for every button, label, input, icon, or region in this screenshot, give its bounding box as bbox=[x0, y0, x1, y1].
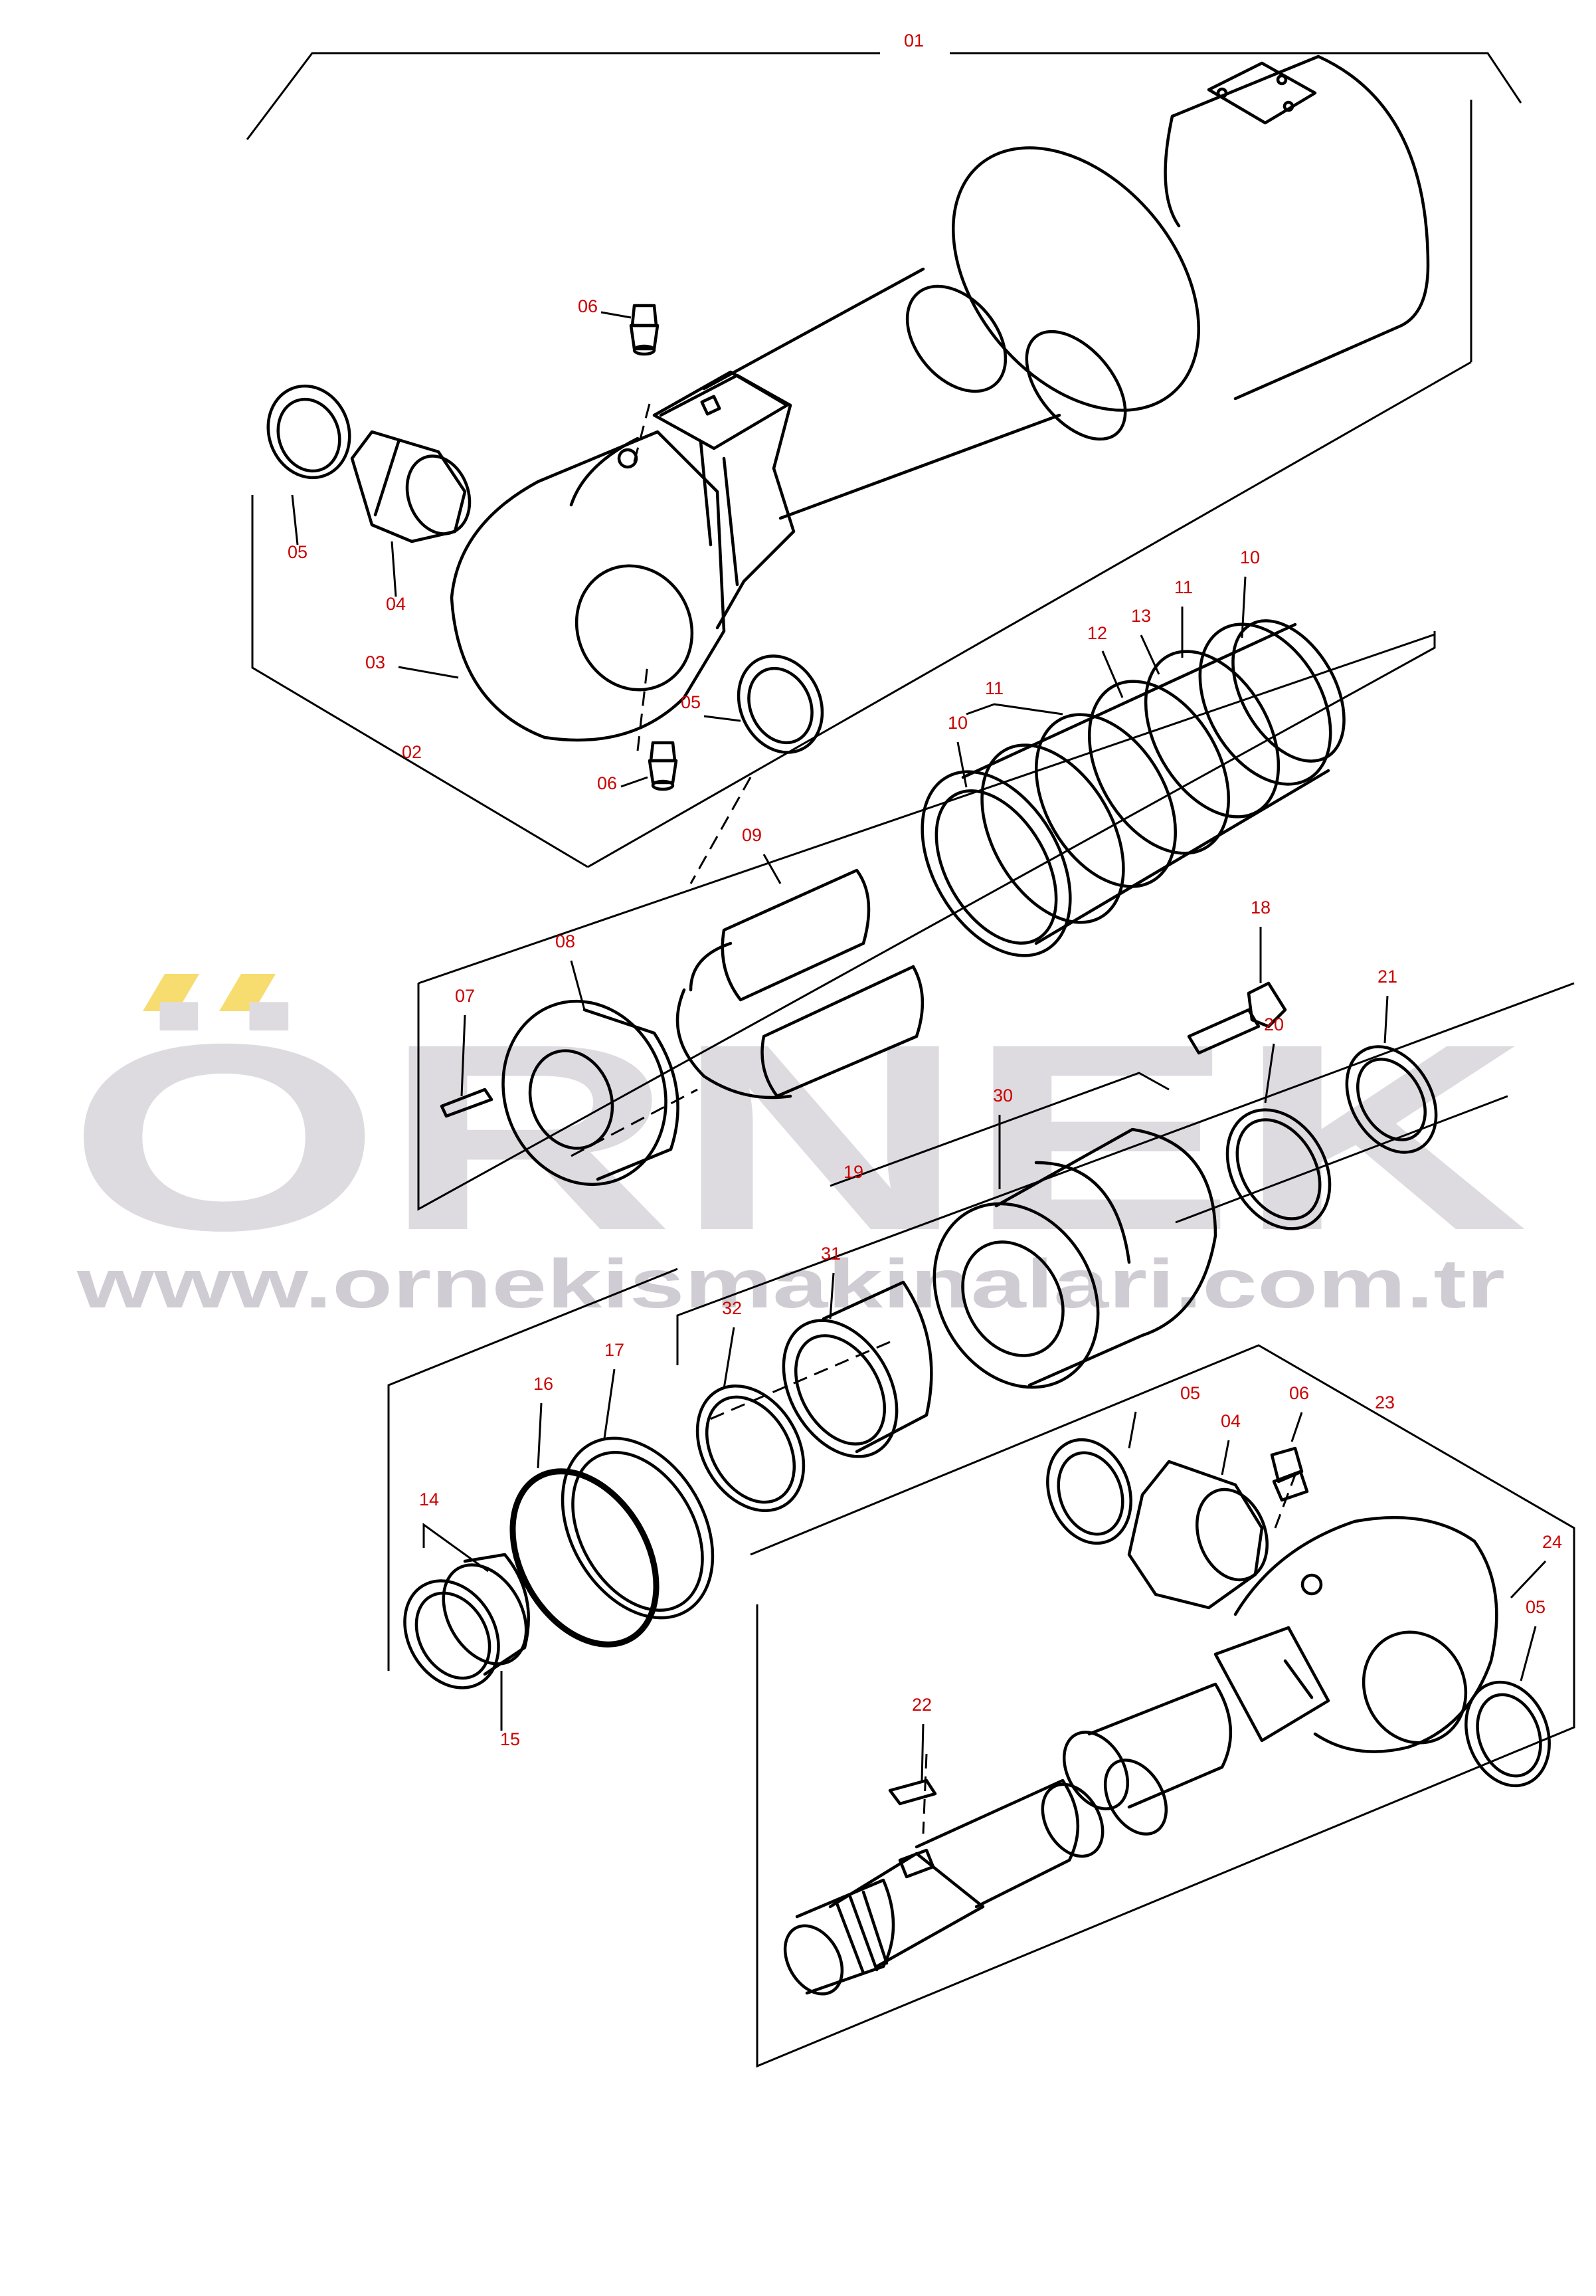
bracket-seal-group bbox=[387, 1268, 678, 1671]
split-guide-09 bbox=[675, 868, 925, 1100]
callout-label: 21 bbox=[1377, 967, 1397, 987]
callout-label: 06 bbox=[597, 773, 617, 793]
callout-label: 10 bbox=[948, 713, 968, 733]
callout-labels: 01 06 05 04 03 05 02 06 10 11 13 12 11 10 09 08 07 18 21 20… bbox=[288, 31, 1562, 1749]
bolt-18 bbox=[1187, 981, 1287, 1055]
grease-nipple-top bbox=[629, 304, 660, 356]
bushing-31 bbox=[782, 1280, 933, 1458]
bushing-rod bbox=[1127, 1460, 1269, 1610]
assembly-brackets bbox=[246, 52, 1575, 2068]
spring-rings bbox=[921, 619, 1346, 957]
callout-label: 12 bbox=[1087, 623, 1107, 643]
callout-label: 16 bbox=[533, 1374, 553, 1394]
o-ring-16 bbox=[509, 1468, 660, 1648]
wiper-ring-top-left bbox=[266, 384, 351, 480]
ring-21 bbox=[1345, 1045, 1438, 1154]
bracket-23 bbox=[750, 1344, 1575, 2068]
callout-label: 06 bbox=[1289, 1383, 1309, 1403]
grease-nipple-bottom bbox=[648, 741, 678, 791]
callout-label: 07 bbox=[455, 986, 475, 1006]
watermark-accent-right bbox=[219, 974, 276, 1011]
callout-label: 04 bbox=[1221, 1411, 1241, 1431]
callout-label: 23 bbox=[1375, 1392, 1395, 1412]
bracket-19 bbox=[830, 1072, 1170, 1187]
cylinder-tube bbox=[450, 54, 1430, 742]
callout-label: 03 bbox=[365, 652, 385, 672]
callout-label: 05 bbox=[288, 542, 308, 562]
callout-label: 08 bbox=[555, 931, 575, 951]
key-22 bbox=[888, 1778, 937, 1806]
piston-30 bbox=[932, 1127, 1217, 1389]
callout-label: 11 bbox=[985, 678, 1004, 698]
callout-label: 14 bbox=[419, 1489, 439, 1509]
seal-14-15 bbox=[403, 1553, 530, 1689]
ring-32 bbox=[695, 1384, 806, 1513]
watermark: ÖRNEK www.ornekismakinalari.com.tr bbox=[67, 974, 1528, 1323]
callout-label: 30 bbox=[993, 1086, 1013, 1105]
callout-label: 02 bbox=[402, 742, 422, 762]
callout-label: 15 bbox=[500, 1729, 520, 1749]
callout-label: 31 bbox=[821, 1244, 841, 1264]
seal-17 bbox=[561, 1436, 715, 1620]
watermark-url: www.ornekismakinalari.com.tr bbox=[76, 1246, 1505, 1323]
callout-label: 05 bbox=[681, 692, 701, 712]
callout-label: 32 bbox=[722, 1298, 742, 1318]
grease-nipple-rod bbox=[1270, 1446, 1309, 1502]
callout-label: 05 bbox=[1180, 1383, 1200, 1403]
callout-label: 06 bbox=[578, 296, 598, 316]
piston-rod bbox=[783, 1682, 1233, 1996]
callout-label: 19 bbox=[843, 1162, 863, 1182]
callout-label: 18 bbox=[1251, 898, 1271, 917]
ring-20 bbox=[1225, 1108, 1332, 1230]
wiper-ring-rod-left bbox=[1046, 1438, 1132, 1545]
callout-label: 22 bbox=[912, 1695, 932, 1715]
leader-lines bbox=[291, 311, 1547, 1781]
callout-label: 24 bbox=[1542, 1532, 1562, 1552]
callout-label: 09 bbox=[742, 825, 762, 845]
watermark-accent-left bbox=[143, 974, 199, 1011]
callout-label: 05 bbox=[1526, 1597, 1546, 1617]
nut-08 bbox=[501, 999, 679, 1187]
bracket-02 bbox=[251, 495, 588, 868]
watermark-logo: ÖRNEK bbox=[67, 989, 1528, 1286]
wiper-ring-top-right bbox=[737, 654, 824, 754]
callout-label: 01 bbox=[904, 31, 924, 50]
callout-label: 04 bbox=[386, 594, 406, 614]
set-screw-07 bbox=[440, 1088, 493, 1118]
callout-label: 11 bbox=[1174, 577, 1193, 597]
callout-label: 13 bbox=[1131, 606, 1151, 626]
callout-label: 17 bbox=[604, 1340, 624, 1360]
bracket-01 bbox=[246, 52, 880, 140]
callout-label: 20 bbox=[1264, 1014, 1284, 1034]
wiper-ring-rod-right bbox=[1464, 1680, 1551, 1788]
callout-label: 10 bbox=[1240, 547, 1260, 567]
rod-eye-24 bbox=[1213, 1516, 1498, 1753]
bushing-top bbox=[350, 430, 472, 543]
bracket-spring-group bbox=[417, 631, 1436, 1211]
